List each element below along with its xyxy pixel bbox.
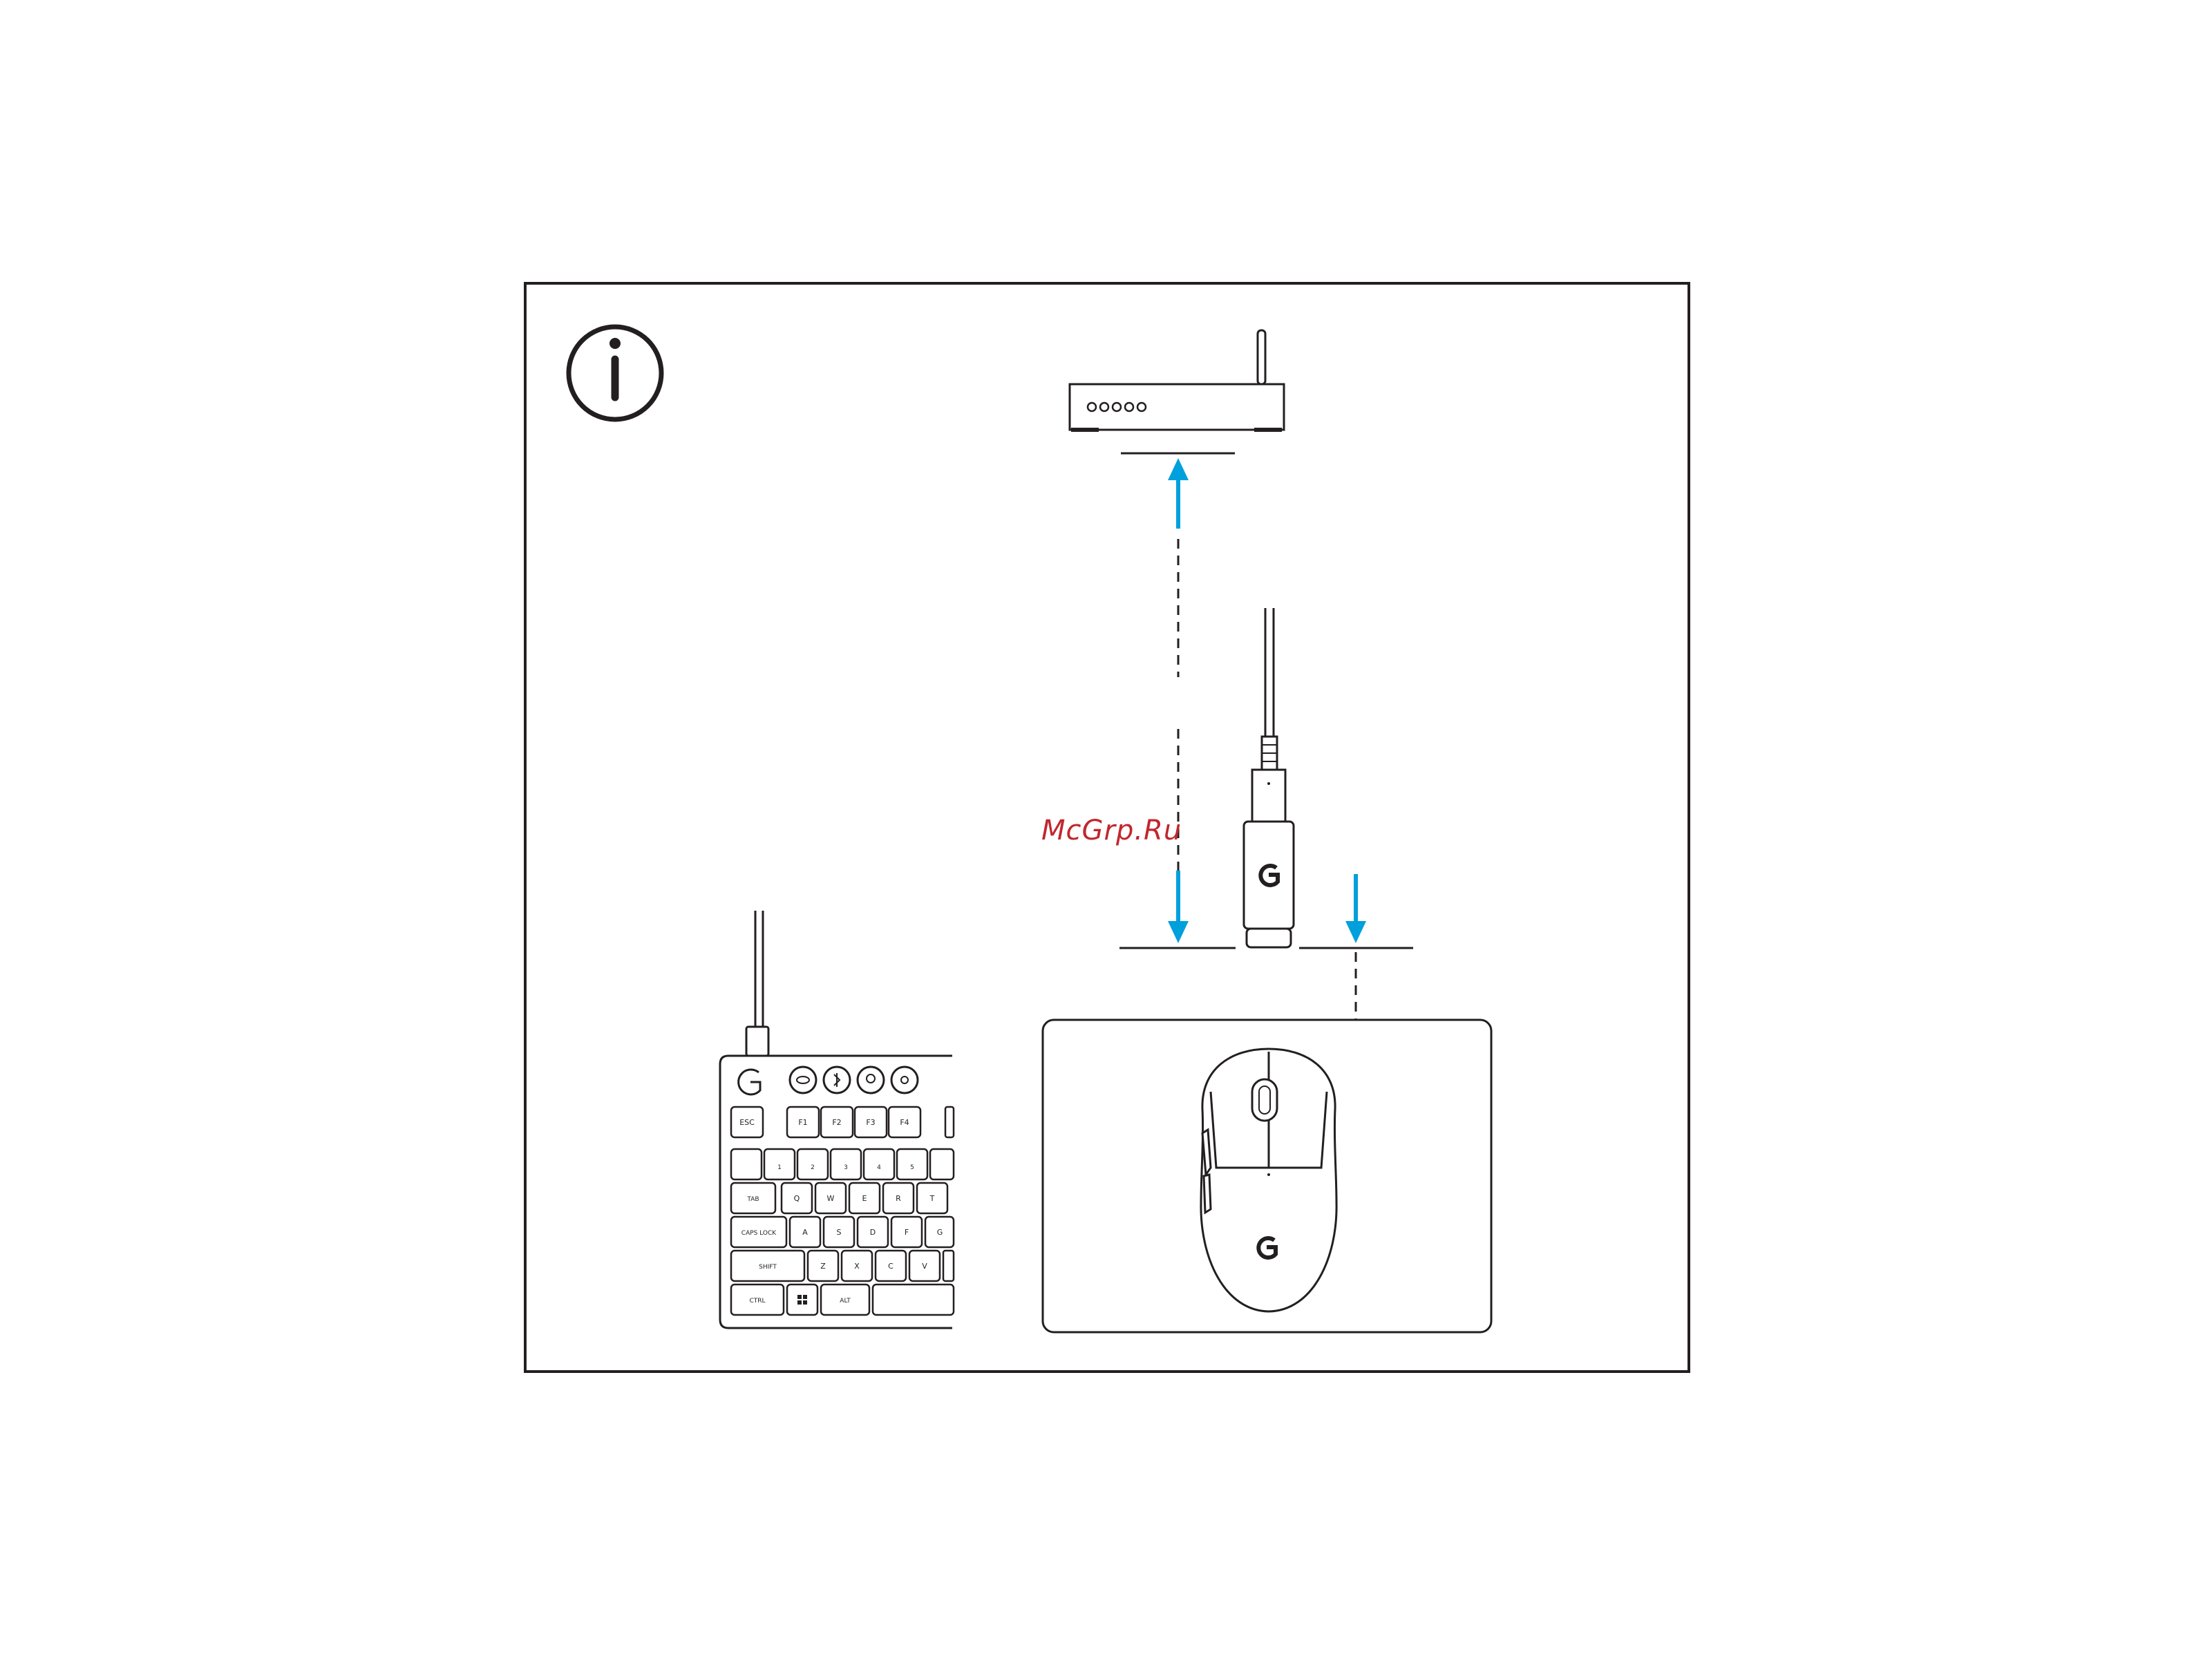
info-circle-icon	[569, 327, 661, 419]
key-3: 3	[844, 1164, 848, 1171]
usb-receiver-icon	[1244, 608, 1294, 947]
key-1: 1	[777, 1164, 782, 1171]
up-arrow-icon	[1168, 458, 1189, 529]
key-alt: ALT	[840, 1298, 851, 1305]
down-arrow-icon	[1345, 874, 1366, 943]
key-r: R	[896, 1194, 901, 1203]
key-f4: F4	[900, 1118, 909, 1127]
key-v: V	[922, 1262, 927, 1271]
key-d: D	[870, 1228, 876, 1237]
key-z: Z	[820, 1262, 826, 1271]
key-2: 2	[811, 1164, 815, 1171]
key-4: 4	[877, 1164, 881, 1171]
key-shift: SHIFT	[759, 1264, 777, 1271]
key-f2: F2	[832, 1118, 841, 1127]
key-tab: TAB	[746, 1196, 759, 1203]
key-esc: ESC	[739, 1118, 755, 1127]
key-a: A	[802, 1228, 808, 1237]
key-g: G	[937, 1228, 943, 1237]
key-s: S	[837, 1228, 842, 1237]
router-icon	[1070, 330, 1284, 430]
key-w: W	[827, 1194, 835, 1203]
watermark-text: McGrp.Ru	[1041, 815, 1182, 846]
key-x: X	[854, 1262, 860, 1271]
key-f: F	[905, 1228, 909, 1237]
key-caps-lock: CAPS LOCK	[741, 1230, 777, 1237]
key-5: 5	[910, 1164, 914, 1171]
key-f3: F3	[866, 1118, 875, 1127]
key-ctrl: CTRL	[749, 1298, 765, 1305]
key-q: Q	[794, 1194, 800, 1203]
key-c: C	[888, 1262, 894, 1271]
keyboard-icon: ESC F1 F2 F3 F4 1 2 3 4 5 TAB	[720, 911, 954, 1328]
key-f1: F1	[798, 1118, 807, 1127]
down-arrow-icon	[1168, 871, 1189, 943]
key-e: E	[862, 1194, 867, 1203]
key-t: T	[929, 1194, 935, 1203]
mouse-icon	[1201, 1049, 1336, 1311]
